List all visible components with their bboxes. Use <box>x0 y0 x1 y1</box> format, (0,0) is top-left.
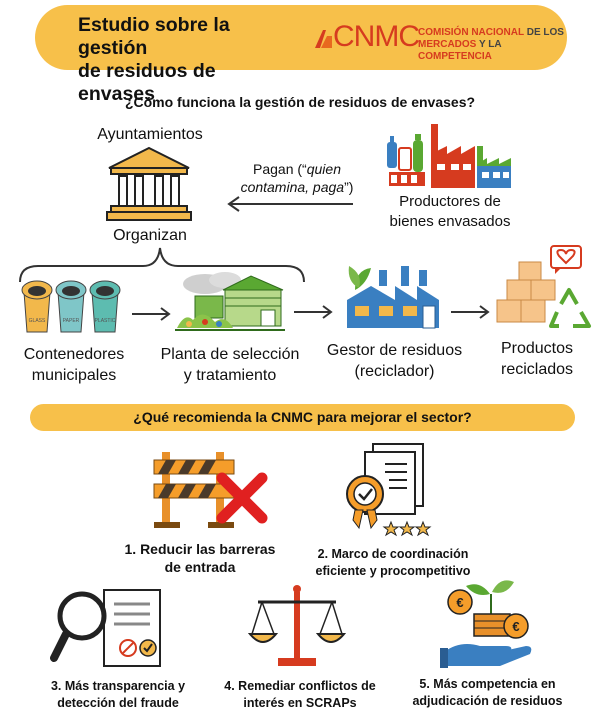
recycler-factory-icon <box>347 266 439 329</box>
svg-text:PAPER: PAPER <box>63 318 80 324</box>
ayuntamientos-label: Ayuntamientos <box>97 126 203 143</box>
svg-text:GLASS: GLASS <box>29 318 46 324</box>
recycling-bins-icon: GLASS PAPER PLASTIC <box>21 280 121 333</box>
bin-paper-icon: PAPER <box>55 280 87 333</box>
recommendation-3: 3. Más transparencia y detección del fra… <box>50 679 186 710</box>
recommendation-4: 4. Remediar conflictos de interés en SCR… <box>224 679 376 710</box>
recommendations-banner <box>30 404 575 431</box>
barrier-icon <box>153 452 268 528</box>
page-title-line-2: de residuos de envases <box>78 60 216 105</box>
recommendations-question: ¿Qué recomienda la CNMC para mejorar el … <box>133 409 472 425</box>
factory-products-icon <box>387 124 511 188</box>
flow-question: ¿Cómo funciona la gestión de residuos de… <box>124 94 476 110</box>
recycled-products-icon <box>496 245 591 328</box>
svg-text:€: € <box>512 619 519 634</box>
page-title-line-1: Estudio sobre la gestión <box>78 14 230 59</box>
recommendation-1: 1. Reducir las barreras de entrada <box>124 541 276 575</box>
gestor-label: Gestor de residuos (reciclador) <box>326 342 463 380</box>
cross-icon <box>216 472 268 524</box>
bin-plastic-icon: PLASTIC <box>89 280 121 333</box>
magnifier-document-icon <box>50 589 161 667</box>
cnmc-logo-mark-icon <box>315 30 332 48</box>
organizan-label: Organizan <box>113 227 187 244</box>
payment-arrow-icon <box>227 196 353 212</box>
pagan-label: Pagan (“quien contamina, paga”) <box>240 161 354 195</box>
recommendation-5: 5. Más competencia en adjudicación de re… <box>412 677 563 708</box>
flow-arrow-icon <box>451 305 490 319</box>
productos-label: Productos reciclados <box>500 340 574 378</box>
svg-text:€: € <box>456 595 463 610</box>
planta-label: Planta de selección y tratamiento <box>160 346 300 384</box>
sorting-plant-icon <box>175 272 285 331</box>
recommendation-2: 2. Marco de coordinación eficiente y pro… <box>315 547 471 578</box>
brace-icon <box>19 247 305 283</box>
flow-arrow-icon <box>132 307 171 321</box>
page-title: Estudio sobre la gestión de residuos de … <box>78 14 293 106</box>
header-banner <box>35 5 567 70</box>
svg-text:PLASTIC: PLASTIC <box>95 318 116 324</box>
productores-label: Productores de bienes envasados <box>389 193 511 230</box>
certificate-icon <box>346 443 432 537</box>
cnmc-logo-subtitle: COMISIÓN NACIONAL DE LOS MERCADOS Y LA C… <box>418 27 564 62</box>
flow-arrow-icon <box>294 305 333 319</box>
town-hall-icon <box>106 146 192 221</box>
scales-icon <box>247 585 347 666</box>
euro-coins-hand-icon: € € <box>440 580 532 668</box>
cnmc-logo-text: CNMC <box>333 20 420 53</box>
contenedores-label: Contenedores municipales <box>23 346 125 384</box>
bin-glass-icon: GLASS <box>21 280 53 333</box>
